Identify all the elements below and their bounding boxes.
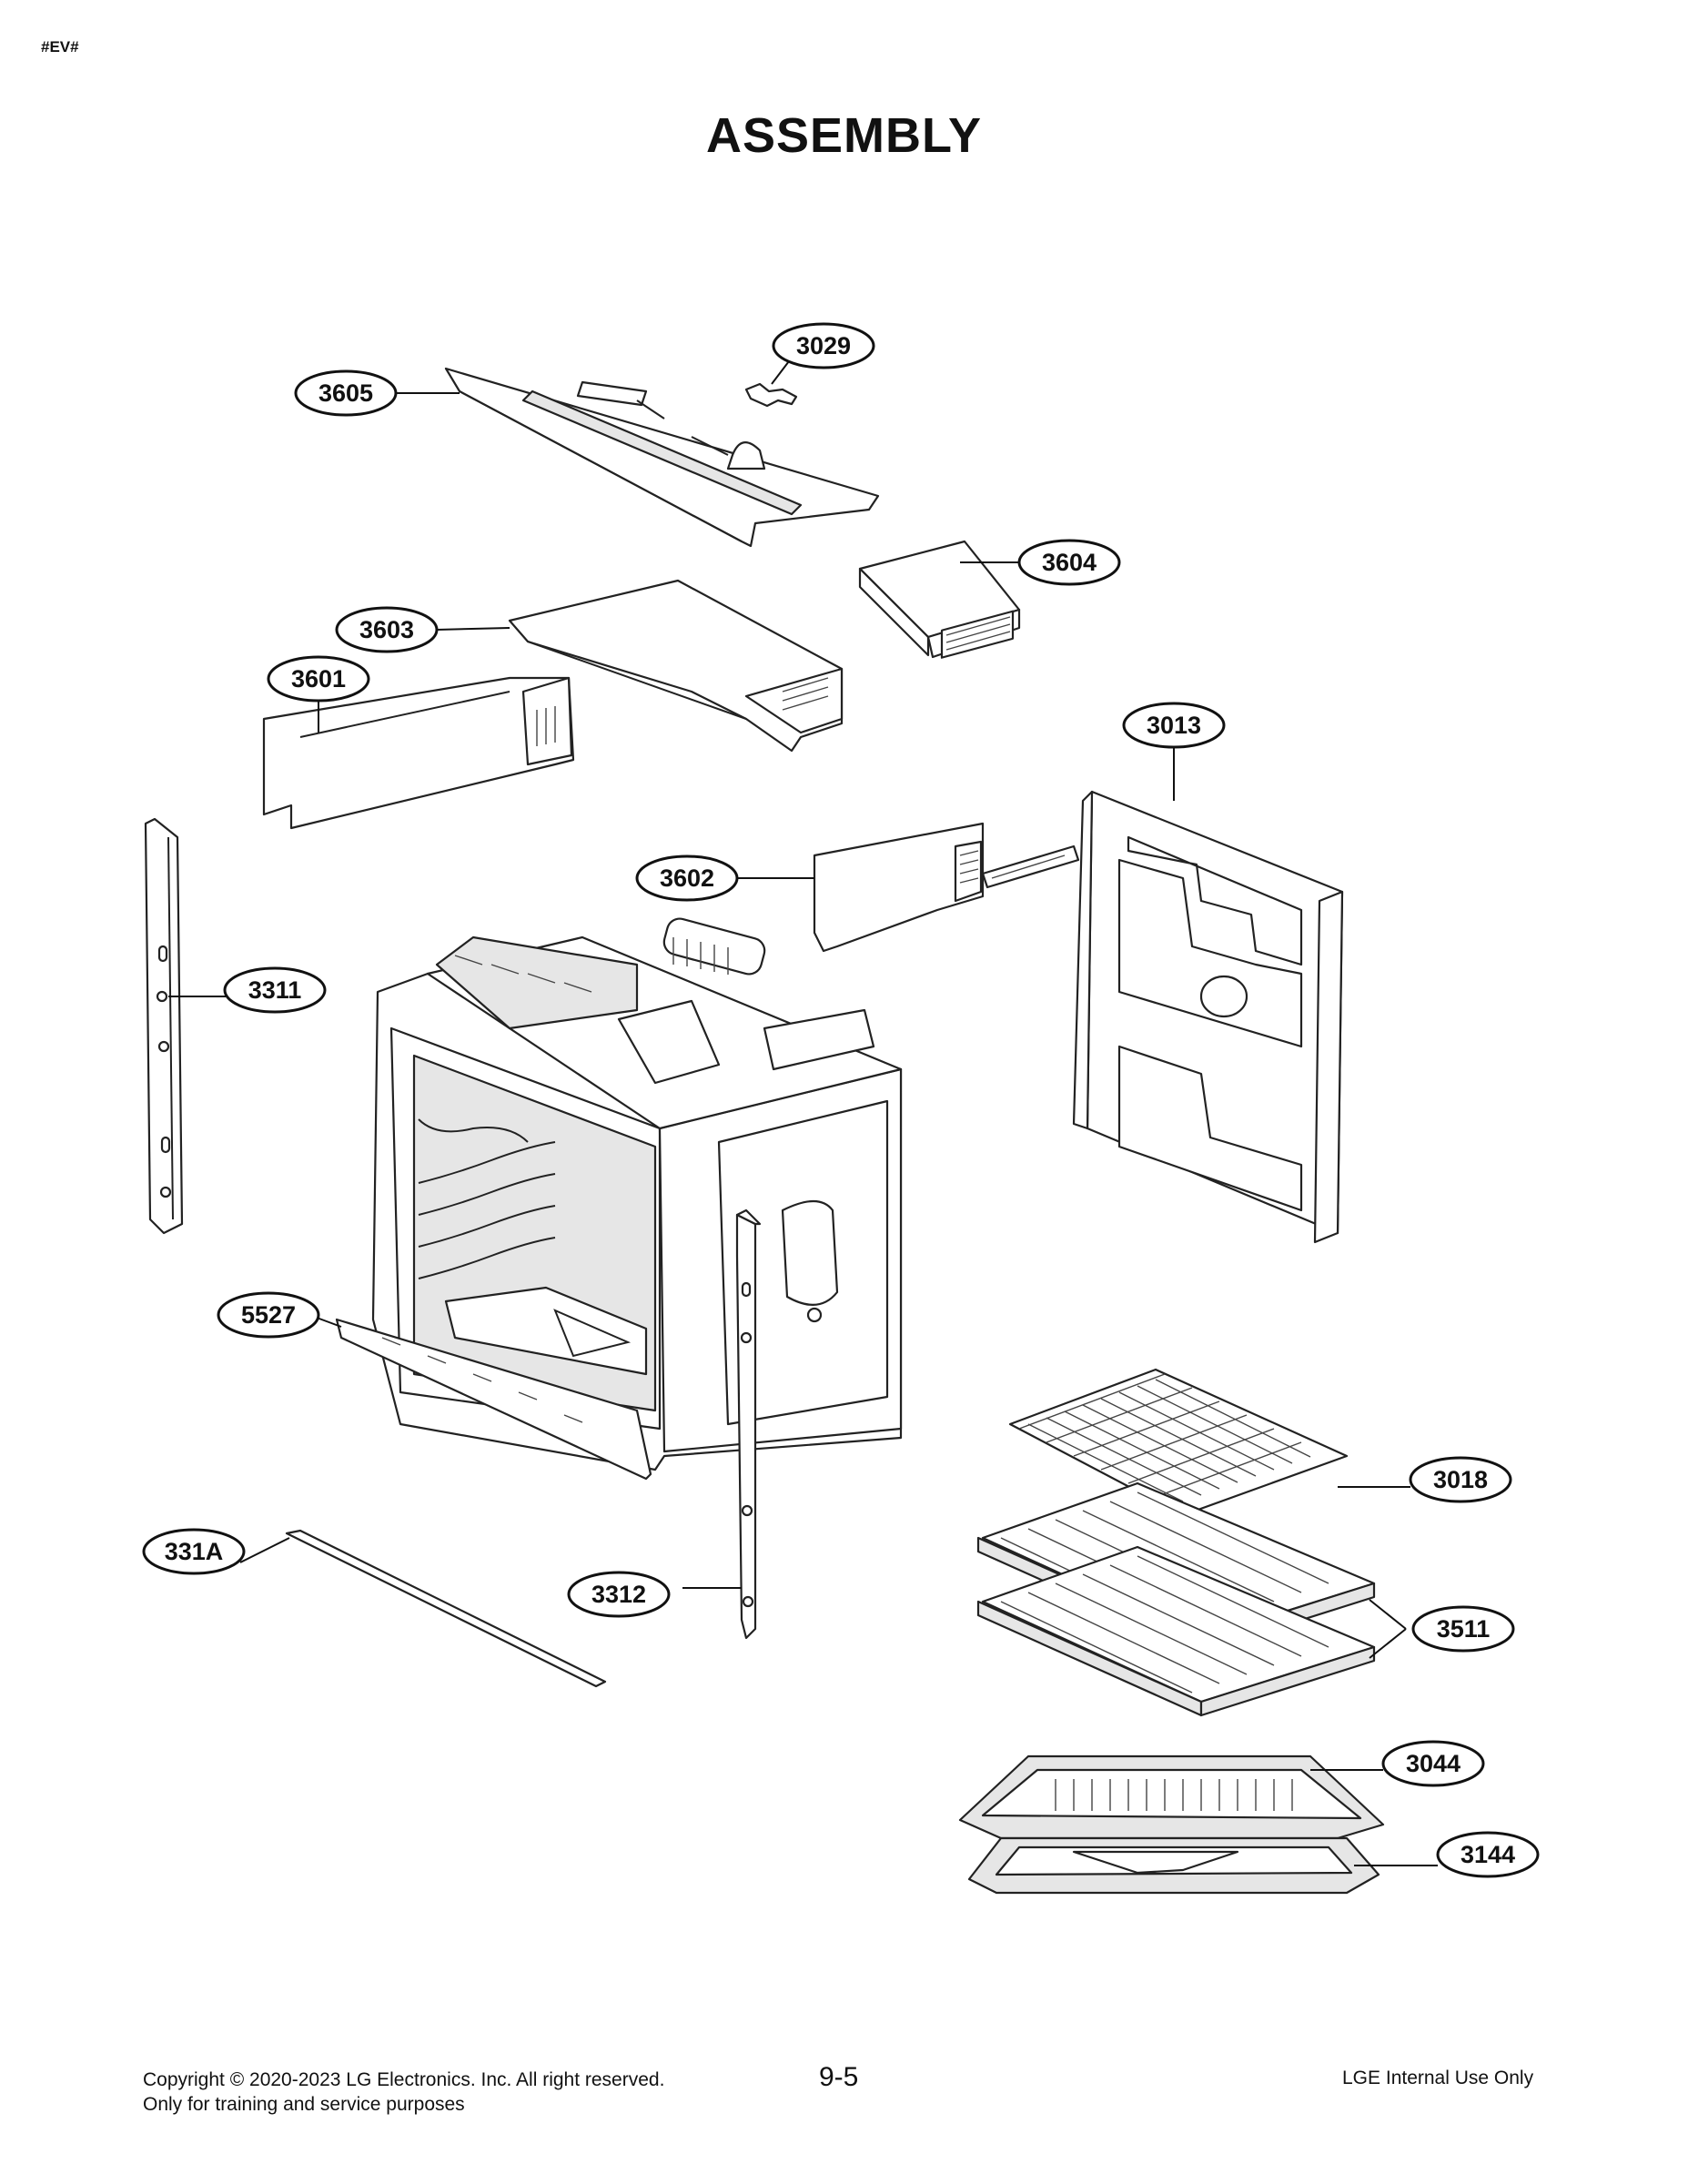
part-3029-clip: [744, 382, 798, 408]
part-3311-left-rail: [144, 817, 184, 1235]
callout-3144: 3144: [1436, 1831, 1540, 1878]
svg-text:3311: 3311: [248, 976, 302, 1004]
callout-331A: 331A: [142, 1528, 246, 1575]
callout-3013: 3013: [1122, 702, 1226, 749]
svg-text:3605: 3605: [318, 379, 373, 407]
footer-classification: LGE Internal Use Only: [1342, 2068, 1534, 2088]
part-3018-wire-rack: [1008, 1368, 1349, 1517]
svg-text:3602: 3602: [660, 864, 714, 892]
footer-note: Only for training and service purposes: [143, 2094, 465, 2115]
callout-3605: 3605: [294, 369, 398, 417]
part-3511-sliding-racks: [976, 1481, 1376, 1717]
svg-text:3044: 3044: [1406, 1750, 1461, 1777]
callout-3601: 3601: [267, 655, 370, 703]
part-3603-panel: [508, 579, 844, 753]
oven-cavity-assembly: [371, 917, 903, 1471]
part-3312-right-rail: [735, 1208, 762, 1640]
part-3604-box: [858, 540, 1021, 659]
svg-text:3312: 3312: [591, 1581, 646, 1608]
part-3044-broiler-pan: [958, 1754, 1385, 1840]
svg-text:3018: 3018: [1433, 1466, 1488, 1493]
svg-text:3144: 3144: [1461, 1841, 1515, 1868]
footer-copyright: Copyright © 2020-2023 LG Electronics. In…: [143, 2069, 665, 2090]
callout-3018: 3018: [1409, 1456, 1512, 1503]
part-3013-back-panel: [1072, 790, 1344, 1244]
document-tag: #EV#: [41, 38, 79, 56]
svg-text:5527: 5527: [241, 1301, 296, 1329]
callout-3602: 3602: [635, 854, 739, 902]
part-3601-side-duct: [262, 676, 575, 830]
svg-text:3511: 3511: [1437, 1615, 1491, 1643]
svg-text:331A: 331A: [165, 1538, 224, 1565]
callout-5527: 5527: [217, 1291, 320, 1339]
callout-3312: 3312: [567, 1571, 671, 1618]
part-3144-broiler-pan-base: [967, 1836, 1380, 1895]
svg-text:3603: 3603: [359, 616, 414, 643]
footer-copyright-block: Copyright © 2020-2023 LG Electronics. In…: [143, 2068, 664, 2117]
callout-3511: 3511: [1411, 1605, 1515, 1653]
svg-text:3604: 3604: [1042, 549, 1097, 576]
callout-3604: 3604: [1017, 539, 1121, 586]
page-number: 9-5: [819, 2062, 859, 2092]
part-3602-rear-duct: [813, 822, 1080, 953]
svg-text:3601: 3601: [291, 665, 346, 693]
callout-3603: 3603: [335, 606, 439, 653]
callout-3311: 3311: [223, 966, 327, 1014]
svg-text:3013: 3013: [1147, 712, 1201, 739]
callout-3029: 3029: [772, 322, 875, 369]
callout-3044: 3044: [1381, 1740, 1485, 1787]
part-3605-top-cover: [444, 367, 880, 548]
part-331A-strip: [285, 1529, 607, 1688]
svg-text:3029: 3029: [796, 332, 851, 359]
part-5527-seal: [335, 1318, 652, 1481]
page-title: ASSEMBLY: [705, 108, 983, 163]
